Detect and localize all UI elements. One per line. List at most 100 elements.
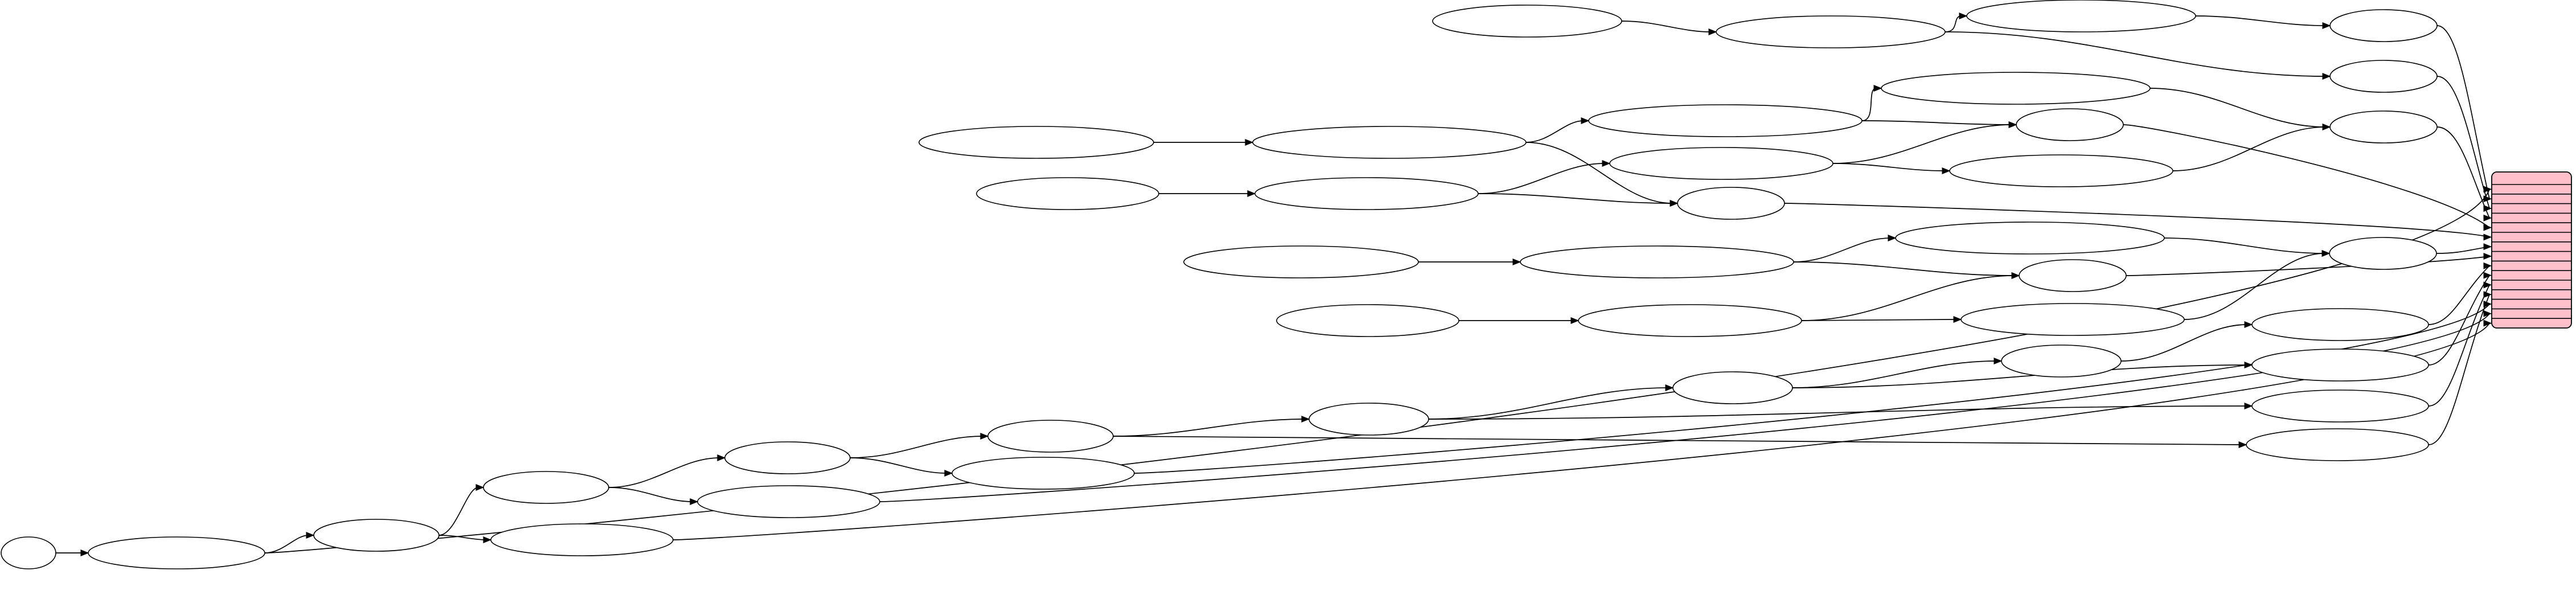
graph-node-ne_50m_antarctic_ice_shelves_polys_gen_z2[interactable] bbox=[1881, 72, 2151, 105]
edge-line bbox=[2150, 88, 2325, 128]
graph-node-simplify_vw_z9[interactable] bbox=[1308, 403, 1429, 436]
edge-line bbox=[1478, 193, 1673, 204]
edge-arrowhead bbox=[2238, 441, 2247, 448]
graph-node-simplify_vw_z8[interactable] bbox=[1672, 371, 1793, 404]
graph-node-ne_50m_glaciated_areas_gen_z3[interactable] bbox=[1609, 147, 1833, 180]
graph-node-landcover_z0[interactable] bbox=[2329, 9, 2438, 42]
edge-arrowhead bbox=[2483, 214, 2492, 222]
edge-line bbox=[1793, 237, 1891, 263]
graph-node-osm_landcover_gen_z8[interactable] bbox=[2251, 348, 2429, 382]
graph-node-ne_50m_glaciated_areas_gen_z4[interactable] bbox=[1254, 177, 1479, 210]
graph-node-landcover_z4[interactable] bbox=[1677, 187, 1785, 220]
graph-node-ne_50m_antarctic_ice_shelves_polys[interactable] bbox=[918, 126, 1154, 159]
graph-edge-osm_landcover_gen_z10--layer_landcover bbox=[2428, 291, 2492, 445]
graph-node-ne_10m_glaciated_areas[interactable] bbox=[1276, 304, 1459, 337]
node-ellipse bbox=[1183, 245, 1419, 278]
graph-node-osm_landcover_gen_z7[interactable] bbox=[2251, 308, 2429, 341]
node-ellipse bbox=[483, 471, 609, 504]
edge-line bbox=[608, 487, 693, 502]
graph-node-ne_110m_glaciated_areas_gen_z0[interactable] bbox=[1966, 0, 2196, 32]
graph-node-osm_landcover_gen_z11[interactable] bbox=[951, 457, 1135, 490]
edge-line bbox=[672, 323, 2490, 540]
edge-arrowhead bbox=[1959, 13, 1968, 19]
edge-arrowhead bbox=[2483, 281, 2492, 289]
node-ellipse bbox=[1960, 303, 2185, 336]
record-node-layer-landcover[interactable] bbox=[2491, 171, 2572, 329]
edge-arrowhead bbox=[1670, 200, 1679, 207]
graph-edge-osm_landcover_gen_z9--layer_landcover bbox=[2428, 281, 2492, 407]
edge-arrowhead bbox=[1888, 235, 1897, 241]
graph-edge-landcover_z5--layer_landcover bbox=[2436, 243, 2492, 254]
node-ellipse bbox=[951, 457, 1135, 490]
graph-edge-simplify_vw_z12--simplify_vw_z11 bbox=[608, 454, 726, 488]
graph-node-osm_landcover_gen_z9[interactable] bbox=[2251, 389, 2429, 423]
edge-line bbox=[1861, 88, 1877, 121]
node-ellipse bbox=[2329, 237, 2437, 270]
graph-node-simplify_vw_z7[interactable] bbox=[2001, 345, 2122, 378]
graph-edge-simplify_vw_z9--osm_landcover_gen_z9 bbox=[1428, 403, 2253, 420]
graph-node-simplify_vw_z12[interactable] bbox=[483, 471, 609, 504]
graph-node-landcover_z5[interactable] bbox=[2329, 237, 2437, 270]
graph-edge-osm_landcover_gen_z11--layer_landcover bbox=[1134, 301, 2492, 474]
graph-node-ne_10m_antarctic_ice_shelves_polys_gen_z6[interactable] bbox=[1520, 245, 1794, 278]
edge-line bbox=[1801, 275, 2015, 321]
node-ellipse bbox=[2019, 259, 2127, 292]
edge-line bbox=[608, 457, 720, 488]
graph-node-osm_landcover_gen_z12[interactable] bbox=[697, 485, 880, 518]
graph-node-simplify_vw_z13[interactable] bbox=[313, 519, 440, 552]
graph-node-ne_50m_antarctic_ice_shelves_polys_gen_z4[interactable] bbox=[1252, 126, 1527, 159]
edge-arrowhead bbox=[2322, 124, 2331, 130]
graph-node-simplify_vw_z10[interactable] bbox=[987, 420, 1114, 453]
node-ellipse bbox=[1, 536, 56, 569]
graph-node-landcover_z6[interactable] bbox=[2019, 259, 2127, 292]
graph-node-ne_110m_glaciated_areas_gen_z1[interactable] bbox=[1716, 15, 1946, 48]
graph-edge-osm_landcover_gen_z8--layer_landcover bbox=[2428, 272, 2492, 366]
graph-node-ne_110m_glaciated_areas[interactable] bbox=[1432, 5, 1622, 38]
edge-line bbox=[2428, 294, 2490, 445]
graph-edge-ne_50m_glaciated_areas_gen_z2--landcover_z2 bbox=[2172, 124, 2331, 171]
node-ellipse bbox=[918, 126, 1154, 159]
node-ellipse bbox=[2001, 345, 2122, 378]
graph-node-ne_10m_glaciated_areas_gen_z6[interactable] bbox=[1578, 304, 1802, 337]
graph-node-imposm3[interactable] bbox=[1, 536, 56, 569]
node-ellipse bbox=[1895, 222, 2165, 255]
graph-node-ne_50m_glaciated_areas_gen_z2[interactable] bbox=[1949, 154, 2173, 187]
graph-edge-ne_110m_glaciated_areas--ne_110m_glaciated_areas_gen_z1 bbox=[1621, 20, 1717, 35]
graph-node-ne_50m_glaciated_areas[interactable] bbox=[976, 177, 1159, 210]
edge-arrowhead bbox=[1570, 317, 1580, 324]
graph-edge-ne_50m_glaciated_areas_gen_z4--landcover_z4 bbox=[1478, 193, 1679, 207]
graph-node-ne_50m_antarctic_ice_shelves_polys_gen_z3[interactable] bbox=[1588, 104, 1863, 137]
graph-edge-ne_50m_antarctic_ice_shelves_polys_gen_z3--ne_50m_antarctic_ice_shelves_polys_gen_z2 bbox=[1861, 85, 1882, 121]
graph-node-osm_landcover_gen_z10[interactable] bbox=[2246, 428, 2429, 461]
node-ellipse bbox=[2251, 308, 2429, 341]
graph-edge-simplify_vw_z10--simplify_vw_z9 bbox=[1113, 416, 1310, 437]
graph-edge-ne_10m_glaciated_areas_gen_z6--ne_10m_glaciated_areas_gen_z5 bbox=[1801, 316, 1962, 323]
graph-node-landcover_z3[interactable] bbox=[2016, 108, 2124, 141]
graph-node-osm_landcover_polygon[interactable] bbox=[88, 536, 265, 569]
edge-arrowhead bbox=[1953, 316, 1962, 323]
graph-edge-osm_landcover_gen_z7--layer_landcover bbox=[2428, 262, 2492, 325]
graph-node-ne_10m_antarctic_ice_shelves_polys[interactable] bbox=[1183, 245, 1419, 278]
edge-arrowhead bbox=[717, 454, 726, 461]
edge-arrowhead bbox=[80, 550, 89, 556]
graph-edge-ne_50m_antarctic_ice_shelves_polys--ne_50m_antarctic_ice_shelves_polys_gen_z4 bbox=[1153, 139, 1254, 146]
edge-arrowhead bbox=[2011, 272, 2020, 279]
node-ellipse bbox=[1432, 5, 1622, 38]
node-ellipse bbox=[2329, 110, 2438, 143]
graph-node-ne_10m_antarctic_ice_shelves_polys_gen_z5[interactable] bbox=[1895, 222, 2165, 255]
node-ellipse bbox=[1966, 0, 2196, 32]
node-ellipse bbox=[976, 177, 1159, 210]
edge-line bbox=[2123, 124, 2490, 228]
edge-arrowhead bbox=[1581, 117, 1590, 124]
graph-node-landcover_z1[interactable] bbox=[2329, 60, 2438, 93]
graph-node-landcover_z2[interactable] bbox=[2329, 110, 2438, 143]
edge-arrowhead bbox=[1602, 160, 1611, 167]
graph-node-osm_landcover_gen_z13[interactable] bbox=[490, 523, 674, 556]
graph-node-simplify_vw_z11[interactable] bbox=[724, 441, 851, 474]
edge-arrowhead bbox=[2483, 272, 2492, 279]
graph-edge-landcover_z1--layer_landcover bbox=[2436, 76, 2492, 212]
graph-node-ne_10m_glaciated_areas_gen_z5[interactable] bbox=[1960, 303, 2185, 336]
node-ellipse bbox=[2246, 428, 2429, 461]
graph-edge-simplify_vw_z10--osm_landcover_gen_z10 bbox=[1113, 436, 2247, 448]
graph-edge-landcover_z4--layer_landcover bbox=[1784, 203, 2492, 241]
